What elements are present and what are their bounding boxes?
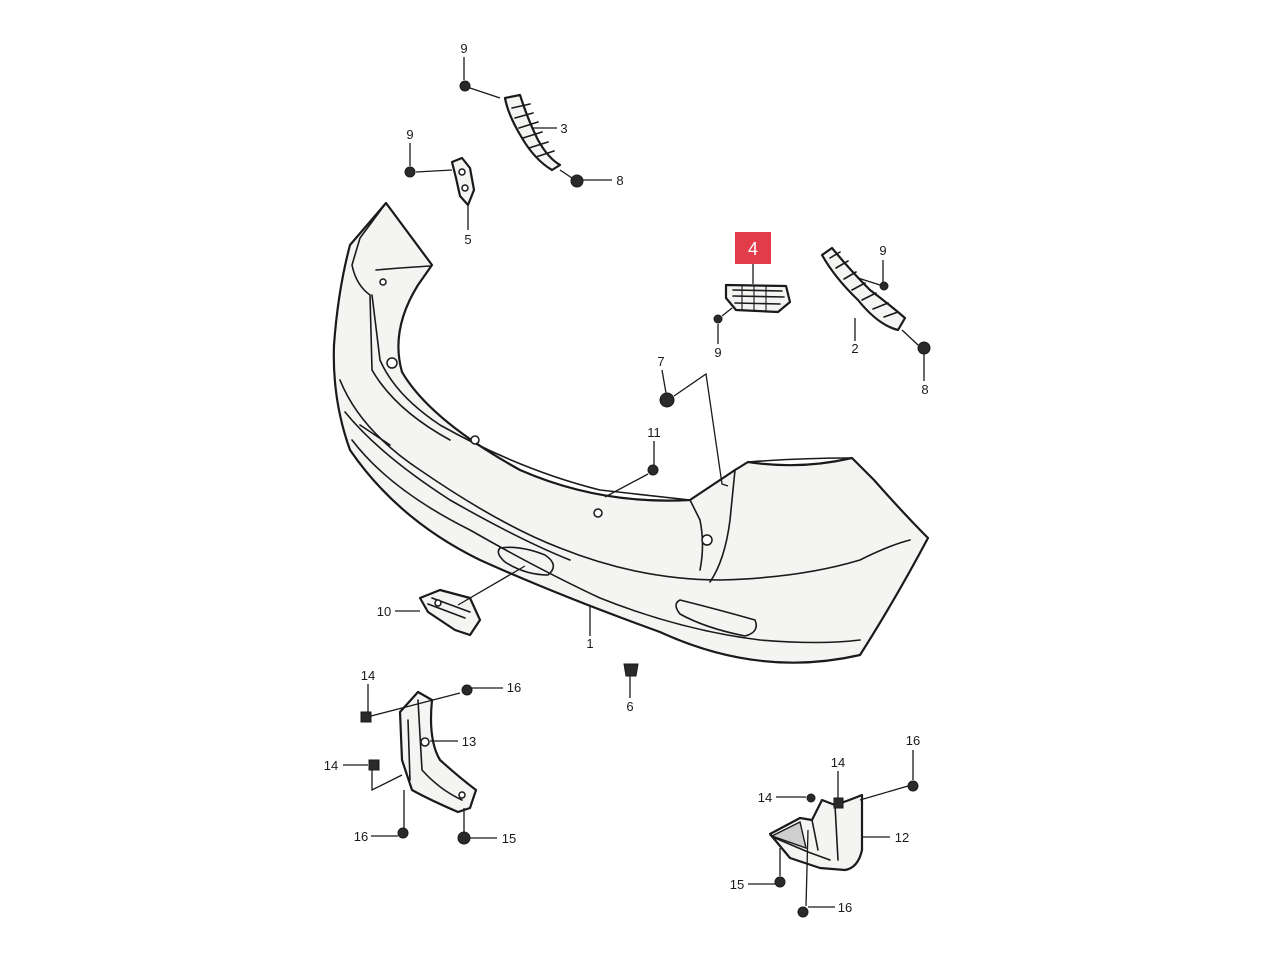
callout-4: 4 (748, 239, 758, 259)
bolt-8-top-icon[interactable] (559, 169, 584, 188)
callout-leaders (343, 57, 925, 908)
callout-8-right: 8 (921, 382, 928, 397)
callout-4-highlight-box (735, 232, 771, 264)
fasteners (360, 80, 931, 918)
callout-16-b: 16 (354, 829, 368, 844)
callout-5: 5 (464, 232, 471, 247)
bolt-16-b-icon[interactable] (397, 790, 409, 839)
callout-13: 13 (462, 734, 476, 749)
callout-11: 11 (647, 425, 661, 440)
screw-9-right-icon[interactable] (857, 277, 889, 291)
bolt-16-d-icon[interactable] (797, 829, 809, 918)
callout-7: 7 (657, 354, 664, 369)
callout-10: 10 (377, 604, 391, 619)
bolt-16-a-icon[interactable] (461, 684, 473, 696)
clip-6-icon[interactable] (623, 663, 639, 677)
callout-16-a: 16 (507, 680, 521, 695)
callout-14-d: 14 (758, 790, 772, 805)
bracket-part-4[interactable] (724, 283, 792, 314)
screw-9-mid-icon[interactable] (713, 307, 733, 324)
screw-9-top-icon[interactable] (459, 80, 501, 99)
callout-9-top: 9 (460, 41, 467, 56)
callout-15-a: 15 (502, 831, 516, 846)
bolt-8-right-icon[interactable] (901, 329, 931, 355)
clip-14-b-icon[interactable] (368, 759, 403, 792)
callout-6: 6 (626, 699, 633, 714)
callout-14-b: 14 (324, 758, 338, 773)
callout-15-b: 15 (730, 877, 744, 892)
callout-1: 1 (586, 636, 593, 651)
clip-14-d-icon[interactable] (806, 793, 816, 803)
callout-8-top: 8 (616, 173, 623, 188)
callout-16-c: 16 (906, 733, 920, 748)
mud-flap-part-12[interactable] (768, 793, 864, 872)
bolt-7-icon[interactable] (659, 372, 729, 487)
callout-9-right: 9 (879, 243, 886, 258)
bracket-part-2[interactable] (820, 246, 907, 332)
mud-flap-part-13[interactable] (398, 690, 478, 814)
nut-15-a-icon[interactable] (457, 808, 471, 845)
callout-14-a: 14 (361, 668, 375, 683)
callout-9-left: 9 (406, 127, 413, 142)
bolt-16-c-icon[interactable] (859, 780, 919, 801)
rear-bumper-cover[interactable] (332, 201, 930, 664)
callout-4-highlight[interactable]: 4 (735, 232, 771, 264)
nut-15-b-icon[interactable] (774, 848, 786, 888)
callout-12: 12 (895, 830, 909, 845)
callout-14-c: 14 (831, 755, 845, 770)
callout-3: 3 (560, 121, 567, 136)
bracket-part-3[interactable] (503, 93, 562, 172)
callout-9-mid: 9 (714, 345, 721, 360)
clip-14-c-icon[interactable] (833, 797, 844, 809)
screw-9-left-icon[interactable] (404, 166, 453, 178)
callout-16-d: 16 (838, 900, 852, 915)
screw-11-icon[interactable] (604, 464, 659, 498)
callout-labels: 9 3 8 9 5 4 9 9 2 8 7 11 10 1 6 14 16 13… (324, 41, 929, 915)
callout-2: 2 (851, 341, 858, 356)
clip-14-a-icon[interactable] (360, 692, 461, 723)
bracket-part-5[interactable] (450, 156, 476, 207)
